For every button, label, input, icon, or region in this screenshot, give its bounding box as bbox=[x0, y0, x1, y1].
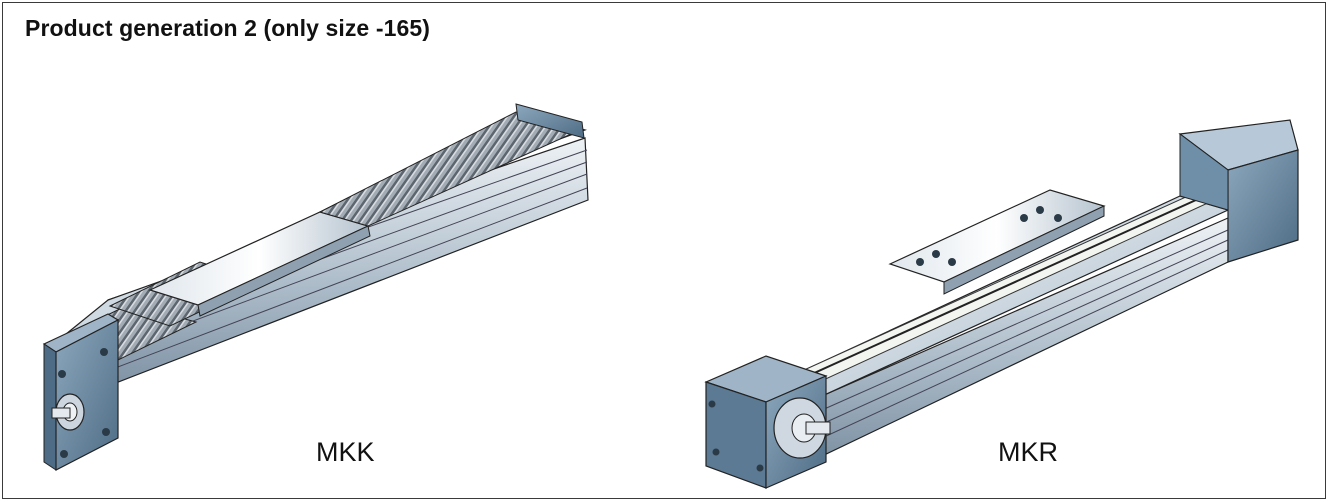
product-label-mkk: MKK bbox=[316, 437, 375, 467]
figure-title: Product generation 2 (only size -165) bbox=[25, 15, 431, 41]
mkk-linear-module bbox=[42, 103, 589, 471]
product-label-mkr: MKR bbox=[998, 437, 1058, 467]
mkr-linear-module bbox=[704, 119, 1299, 489]
